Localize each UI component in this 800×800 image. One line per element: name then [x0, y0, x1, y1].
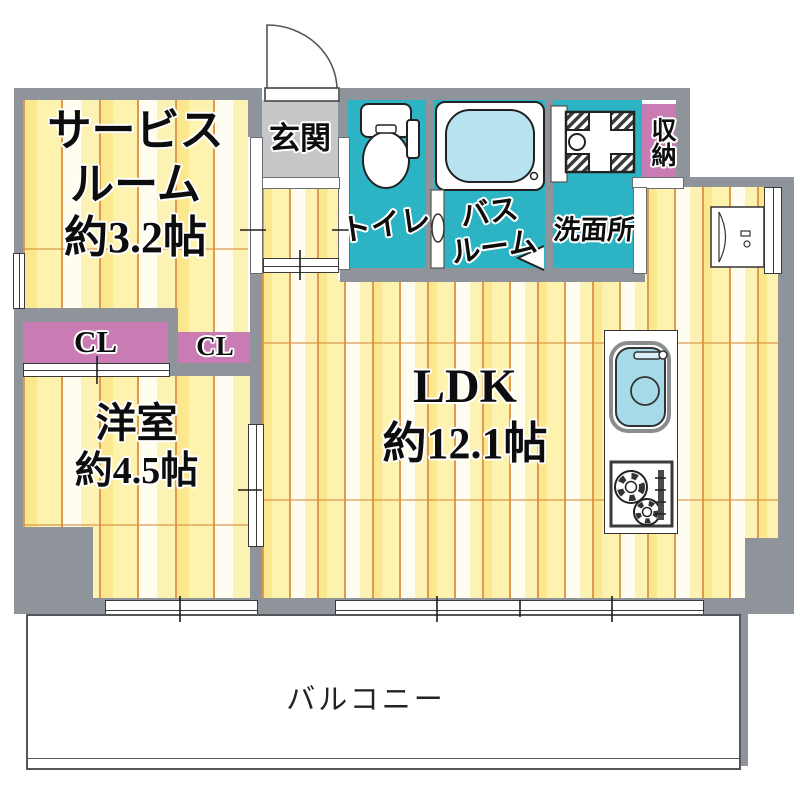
wall-western-notch	[14, 527, 93, 614]
western-ldk-sliding-door	[248, 424, 264, 547]
wall-balcony-right	[737, 614, 748, 766]
wall-service-entrance	[248, 100, 262, 137]
service-room-area: 約3.2帖	[64, 213, 207, 263]
window-left-wall	[13, 253, 25, 309]
wall-top-left	[14, 88, 262, 100]
wall-top-right	[340, 88, 690, 100]
wall-topright-step	[676, 177, 794, 187]
western-room-label: 洋室 約4.5帖	[23, 398, 250, 494]
service-room-line2: ルーム	[70, 159, 201, 209]
closet-right	[178, 332, 252, 363]
balcony-area	[26, 614, 741, 770]
storage-label: 収納	[648, 117, 675, 167]
storage-door	[632, 177, 684, 189]
service-room-floor	[23, 100, 248, 308]
storage-closet	[642, 104, 676, 177]
wall-right	[778, 187, 794, 545]
ldk-area: 約12.1帖	[382, 418, 548, 468]
hallway-step-strip	[263, 258, 339, 273]
wall-bath-washroom	[545, 100, 553, 268]
washroom-door	[633, 187, 647, 274]
wall-closet-right-bottom	[170, 363, 262, 376]
wall-toilet-bath	[426, 100, 434, 268]
wall-closet-divider	[168, 308, 178, 376]
ldk-label: LDK 約12.1帖	[300, 358, 630, 470]
wall-service-bottom	[14, 308, 175, 322]
entrance-door-swing-icon	[264, 24, 340, 102]
closet-left-label: CL	[73, 324, 118, 359]
closet-right-label: CL	[196, 331, 234, 361]
entrance-side-door-left	[250, 137, 263, 274]
service-room-label: サービス ルーム 約3.2帖	[23, 104, 248, 265]
western-room-area: 約4.5帖	[74, 450, 199, 493]
window-right-wall	[764, 187, 782, 274]
wall-left	[14, 88, 23, 614]
service-room-line1: サービス	[47, 106, 224, 155]
entrance-step	[262, 177, 340, 189]
service-room-floor-ext	[175, 308, 248, 334]
entrance-side-door-right	[338, 137, 350, 270]
entrance-label: 玄関	[269, 121, 331, 156]
balcony-label: バルコニー	[286, 684, 446, 716]
closet-left-sliding-door	[23, 363, 170, 377]
western-room-name: 洋室	[95, 400, 178, 446]
washroom-label: 洗面所	[552, 215, 636, 245]
entrance-area	[262, 100, 338, 177]
wall-entrance-toilet	[338, 100, 348, 137]
wall-wet-bottom	[340, 268, 645, 282]
closet-left	[23, 322, 168, 363]
ldk-name: LDK	[412, 360, 517, 413]
wall-topright-vertical	[676, 100, 690, 187]
balcony-inner-line	[28, 758, 739, 759]
